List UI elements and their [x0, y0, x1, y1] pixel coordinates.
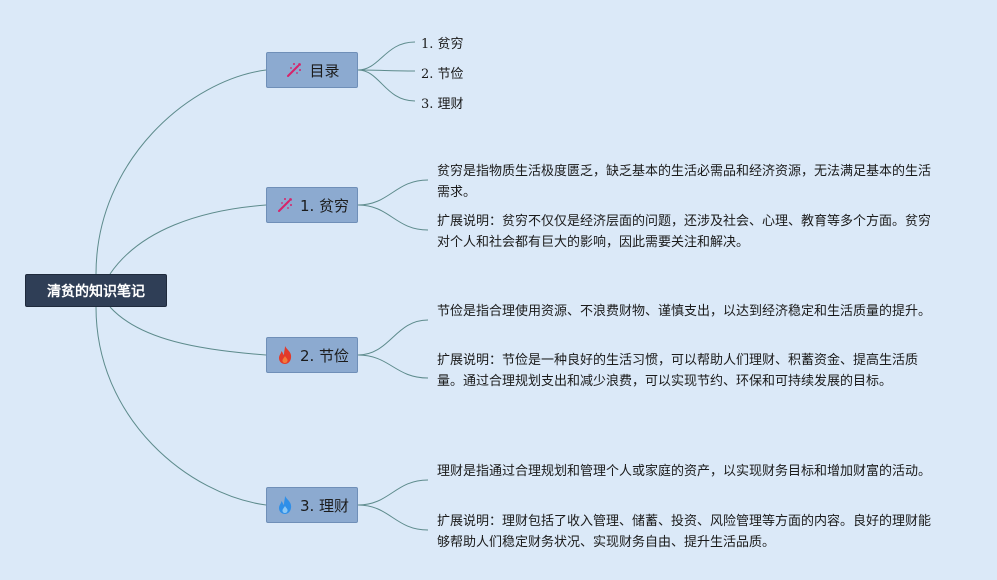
branch-node-thrift[interactable]: 2. 节俭 [266, 337, 358, 373]
poverty-extended-text[interactable]: 扩展说明：贫穷不仅仅是经济层面的问题，还涉及社会、心理、教育等多个方面。贫穷对个… [437, 214, 932, 250]
sparkle-icon [284, 60, 304, 80]
fire-icon [275, 345, 295, 365]
branch-node-contents[interactable]: 目录 [266, 52, 358, 88]
root-node-label: 清贫的知识笔记 [47, 283, 145, 300]
connector-finance-para-1 [357, 479, 429, 506]
branch-label-finance: 3. 理财 [299, 496, 350, 515]
contents-item[interactable]: 2. 节俭 [421, 67, 464, 82]
flame-icon [275, 495, 295, 515]
finance-definition-text[interactable]: 理财是指通过合理规划和管理个人或家庭的资产，以实现财务目标和增加财富的活动。 [437, 464, 932, 479]
connector-thrift-para-2 [357, 354, 429, 379]
branch-label-thrift: 2. 节俭 [299, 346, 350, 365]
branch-node-poverty[interactable]: 1. 贫穷 [266, 187, 358, 223]
connector-contents-item-3 [357, 69, 416, 102]
contents-item[interactable]: 3. 理财 [421, 97, 464, 112]
branch-label-poverty: 1. 贫穷 [299, 196, 350, 215]
connector-contents-item-2 [357, 69, 416, 72]
connector-thrift-para-1 [357, 319, 429, 356]
sparkle-icon [275, 195, 295, 215]
finance-extended-text[interactable]: 扩展说明：理财包括了收入管理、储蓄、投资、风险管理等方面的内容。良好的理财能够帮… [437, 514, 932, 550]
connector-root-to-finance [95, 306, 267, 506]
connector-poverty-para-1 [357, 179, 429, 206]
thrift-extended-text[interactable]: 扩展说明：节俭是一种良好的生活习惯，可以帮助人们理财、积蓄资金、提高生活质量。通… [437, 353, 919, 389]
connector-root-to-thrift [109, 306, 267, 356]
connector-finance-para-2 [357, 504, 429, 531]
root-node[interactable]: 清贫的知识笔记 [25, 274, 167, 307]
branch-label-contents: 目录 [309, 61, 340, 80]
contents-item[interactable]: 1. 贫穷 [421, 37, 464, 52]
connector-contents-item-1 [357, 41, 416, 71]
connector-root-to-poverty [109, 204, 267, 275]
poverty-definition-text[interactable]: 贫穷是指物质生活极度匮乏，缺乏基本的生活必需品和经济资源，无法满足基本的生活需求… [437, 164, 932, 200]
connector-root-to-contents [95, 69, 267, 275]
branch-node-finance[interactable]: 3. 理财 [266, 487, 358, 523]
connector-poverty-para-2 [357, 204, 429, 231]
thrift-definition-text[interactable]: 节俭是指合理使用资源、不浪费财物、谨慎支出，以达到经济稳定和生活质量的提升。 [437, 304, 932, 319]
